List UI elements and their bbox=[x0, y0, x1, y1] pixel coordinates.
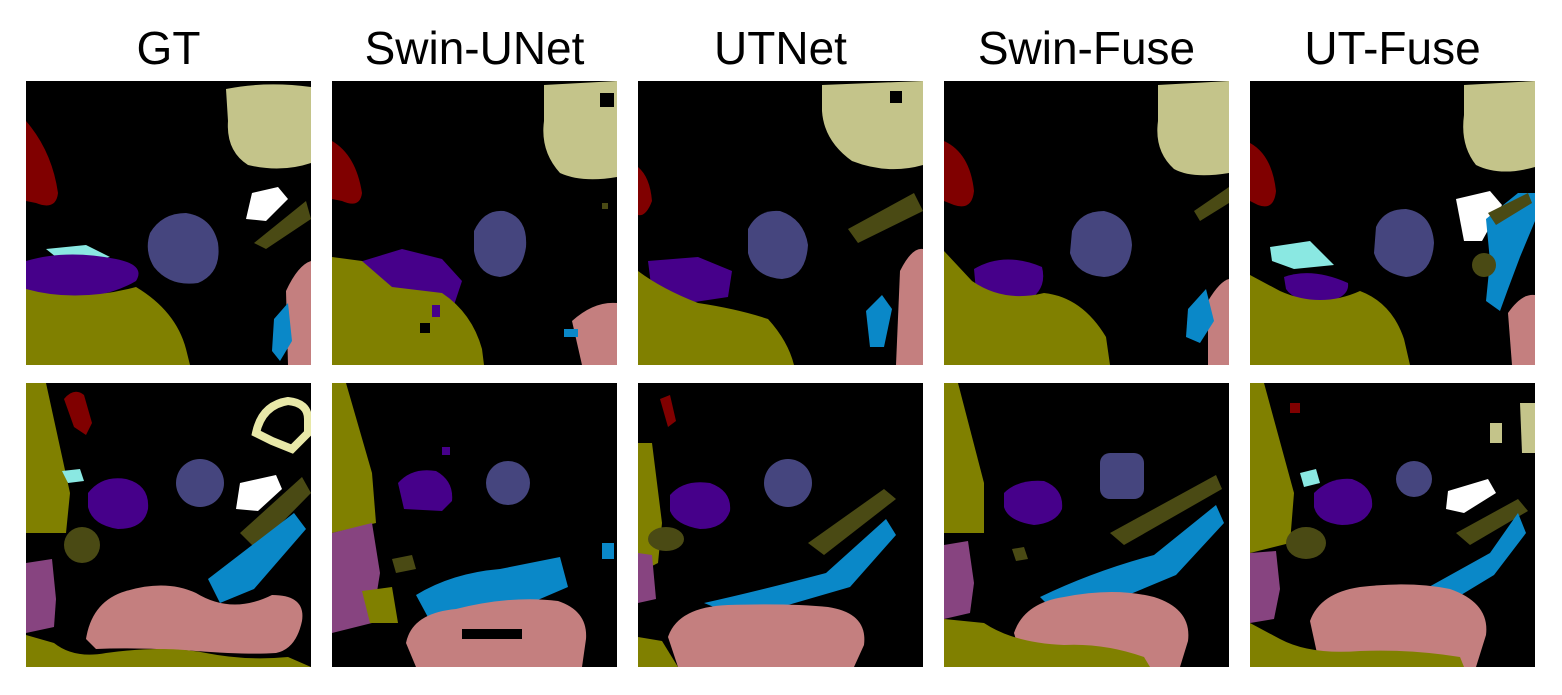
column-title-swin-fuse: Swin-Fuse bbox=[977, 22, 1196, 74]
segmentation-panel-gt-row-1 bbox=[26, 81, 311, 365]
segmentation-image bbox=[638, 81, 923, 365]
column-title-utnet: UTNet bbox=[714, 22, 847, 74]
segmentation-image bbox=[332, 383, 617, 667]
column-title-swin-unet: Swin-UNet bbox=[364, 22, 585, 74]
segmentation-panel-utnet-row-1 bbox=[638, 81, 923, 365]
segmentation-image bbox=[1250, 81, 1535, 365]
segmentation-image bbox=[944, 81, 1229, 365]
segmentation-image bbox=[332, 81, 617, 365]
segmentation-image bbox=[26, 383, 311, 667]
segmentation-panel-swin-unet-row-2 bbox=[332, 383, 617, 667]
column-title-ut-fuse: UT-Fuse bbox=[1304, 22, 1481, 74]
segmentation-panel-swin-unet-row-1 bbox=[332, 81, 617, 365]
segmentation-image bbox=[1250, 383, 1535, 667]
segmentation-panel-ut-fuse-row-2 bbox=[1250, 383, 1535, 667]
segmentation-panel-utnet-row-2 bbox=[638, 383, 923, 667]
segmentation-panel-swin-fuse-row-1 bbox=[944, 81, 1229, 365]
segmentation-image bbox=[26, 81, 311, 365]
segmentation-image bbox=[638, 383, 923, 667]
segmentation-panel-gt-row-2 bbox=[26, 383, 311, 667]
segmentation-panel-ut-fuse-row-1 bbox=[1250, 81, 1535, 365]
column-title-gt: GT bbox=[136, 22, 201, 74]
segmentation-image bbox=[944, 383, 1229, 667]
segmentation-panel-swin-fuse-row-2 bbox=[944, 383, 1229, 667]
